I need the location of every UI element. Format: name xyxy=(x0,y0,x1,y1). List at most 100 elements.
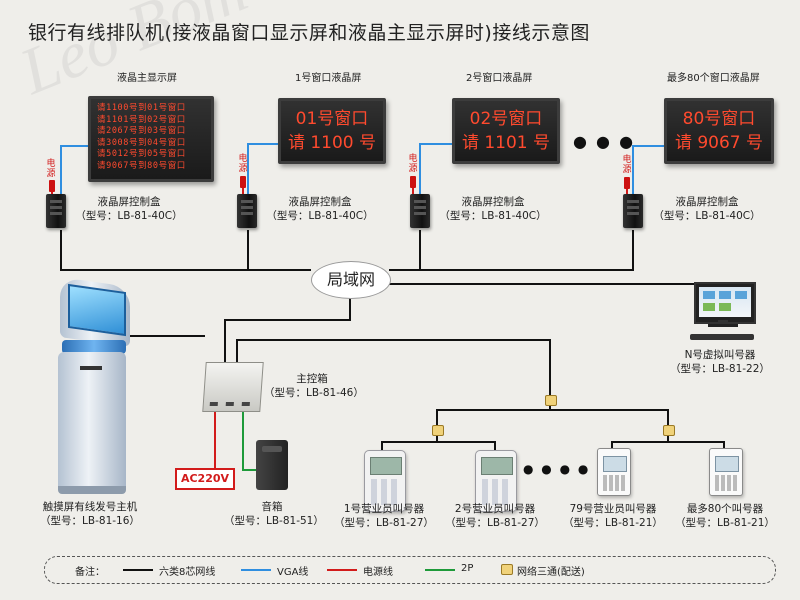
vga-line-window-2 xyxy=(419,143,455,196)
lcd-controller-label-1: 液晶屏控制盒 （型号：LB-81-40C） xyxy=(74,195,184,223)
kiosk-label: 触摸屏有线发号主机 （型号：LB-81-16） xyxy=(30,500,150,528)
power-label: 电源 xyxy=(46,159,56,179)
lcd-controller-label-3: 液晶屏控制盒 （型号：LB-81-40C） xyxy=(438,195,548,223)
caller-label-79: 79号营业员叫号器 （型号：LB-81-21） xyxy=(563,502,663,530)
caller-label-80: 最多80个叫号器 （型号：LB-81-21） xyxy=(673,502,777,530)
window-80-label: 最多80个窗口液晶屏 xyxy=(667,73,760,84)
caller-name: 79号营业员叫号器 xyxy=(569,503,657,515)
vga-line-window-80 xyxy=(632,145,667,196)
caller-keypad-80 xyxy=(709,448,743,496)
main-control-box xyxy=(202,362,264,412)
caller-label-2: 2号营业员叫号器 （型号：LB-81-27） xyxy=(445,502,545,530)
main-box-label: 主控箱 （型号：LB-81-46） xyxy=(264,372,364,400)
legend-line-2p xyxy=(425,569,455,571)
power-plug-icon xyxy=(49,180,55,192)
controller-model: （型号：LB-81-40C） xyxy=(75,210,183,222)
legend-label-2p: 2P xyxy=(461,563,474,574)
legend-line-vga xyxy=(241,569,271,571)
kiosk-model: （型号：LB-81-16） xyxy=(40,515,140,527)
speaker-name: 音箱 xyxy=(261,501,283,513)
caller-keypad-1 xyxy=(364,450,406,512)
main-display-row: 请3008号到04号窗口 xyxy=(97,137,186,148)
window-2-label: 2号窗口液晶屏 xyxy=(466,73,533,84)
legend-line-power xyxy=(327,569,357,571)
lcd-controller-box xyxy=(410,194,430,228)
network-tee-icon xyxy=(432,425,444,436)
display-ellipsis: ● ● ● xyxy=(573,132,636,151)
window-2-line2: 请 1101 号 xyxy=(461,133,551,153)
2p-line-speaker xyxy=(242,410,262,471)
caller-name: 1号营业员叫号器 xyxy=(343,503,425,515)
window-2-line1: 02号窗口 xyxy=(469,109,543,129)
virtual-caller-model: （型号：LB-81-22） xyxy=(670,363,770,375)
controller-name: 液晶屏控制盒 xyxy=(461,196,525,208)
kiosk-icon xyxy=(52,277,138,500)
network-tee-icon xyxy=(545,395,557,406)
legend: 备注： 六类8芯网线 VGA线 电源线 2P 网络三通(配送) xyxy=(44,556,776,584)
vga-line-main xyxy=(60,145,92,196)
speaker-icon xyxy=(256,440,288,490)
lan-cloud: 局域网 xyxy=(311,261,391,299)
ac220v-label: AC220V xyxy=(175,468,235,490)
controller-name: 液晶屏控制盒 xyxy=(288,196,352,208)
lcd-controller-label-4: 液晶屏控制盒 （型号：LB-81-40C） xyxy=(652,195,762,223)
power-label: 电源 xyxy=(238,154,248,174)
main-display-row: 请1101号到02号窗口 xyxy=(97,114,186,125)
virtual-caller-name: N号虚拟叫号器 xyxy=(684,349,756,361)
pc-monitor-icon xyxy=(694,282,756,328)
caller-keypad-79 xyxy=(597,448,631,496)
controller-name: 液晶屏控制盒 xyxy=(97,196,161,208)
net-line-to-pc xyxy=(389,283,721,295)
caller-model: （型号：LB-81-27） xyxy=(334,517,434,529)
lcd-controller-label-2: 液晶屏控制盒 （型号：LB-81-40C） xyxy=(265,195,375,223)
window-1-line2: 请 1100 号 xyxy=(287,133,377,153)
window-1-label: 1号窗口液晶屏 xyxy=(295,73,362,84)
controller-model: （型号：LB-81-40C） xyxy=(439,210,547,222)
net-line-callers-trunk xyxy=(236,339,551,395)
caller-ellipsis: ● ● ● ● xyxy=(523,462,591,476)
net-line-left-branch xyxy=(436,405,551,425)
diagram-title: 银行有线排队机(接液晶窗口显示屏和液晶主显示屏时)接线示意图 xyxy=(28,22,590,44)
net-line-right-branch xyxy=(549,405,669,425)
lcd-controller-box xyxy=(46,194,66,228)
power-plug-icon xyxy=(410,176,416,188)
net-line-to-mainbox xyxy=(224,297,351,362)
speaker-label: 音箱 （型号：LB-81-51） xyxy=(224,500,324,528)
lcd-controller-box xyxy=(623,194,643,228)
legend-label-network: 六类8芯网线 xyxy=(159,567,216,578)
net-line-right xyxy=(389,230,634,271)
legend-label-power: 电源线 xyxy=(363,567,393,578)
main-display-row: 请9067号到80号窗口 xyxy=(97,160,186,171)
net-line-left xyxy=(60,230,311,271)
caller-label-1: 1号营业员叫号器 （型号：LB-81-27） xyxy=(334,502,434,530)
legend-label-tee: 网络三通(配送) xyxy=(517,567,585,578)
kiosk-name: 触摸屏有线发号主机 xyxy=(42,501,138,513)
power-plug-icon xyxy=(624,177,630,189)
main-display-label: 液晶主显示屏 xyxy=(117,73,177,84)
legend-line-network xyxy=(123,569,153,571)
window-80-panel: 80号窗口 请 9067 号 xyxy=(664,98,774,164)
caller-name: 最多80个叫号器 xyxy=(686,503,764,515)
power-label: 电源 xyxy=(622,155,632,175)
legend-title: 备注： xyxy=(75,567,105,578)
network-tee-icon xyxy=(663,425,675,436)
main-display-row: 请5012号到05号窗口 xyxy=(97,149,186,159)
main-display-row: 请2067号到03号窗口 xyxy=(97,126,186,136)
main-box-name: 主控箱 xyxy=(296,373,328,385)
caller-model: （型号：LB-81-21） xyxy=(675,517,775,529)
window-80-line1: 80号窗口 xyxy=(682,109,756,129)
power-label: 电源 xyxy=(408,154,418,174)
window-80-line2: 请 9067 号 xyxy=(674,133,764,153)
legend-tee-icon xyxy=(501,564,513,575)
caller-model: （型号：LB-81-27） xyxy=(445,517,545,529)
window-1-line1: 01号窗口 xyxy=(295,109,369,129)
keyboard-icon xyxy=(690,334,754,340)
power-plug-icon xyxy=(240,176,246,188)
window-2-panel: 02号窗口 请 1101 号 xyxy=(452,98,560,164)
speaker-model: （型号：LB-81-51） xyxy=(224,515,324,527)
caller-keypad-2 xyxy=(475,450,517,512)
caller-model: （型号：LB-81-21） xyxy=(563,517,663,529)
lcd-controller-box xyxy=(237,194,257,228)
controller-name: 液晶屏控制盒 xyxy=(675,196,739,208)
legend-label-vga: VGA线 xyxy=(277,567,309,578)
